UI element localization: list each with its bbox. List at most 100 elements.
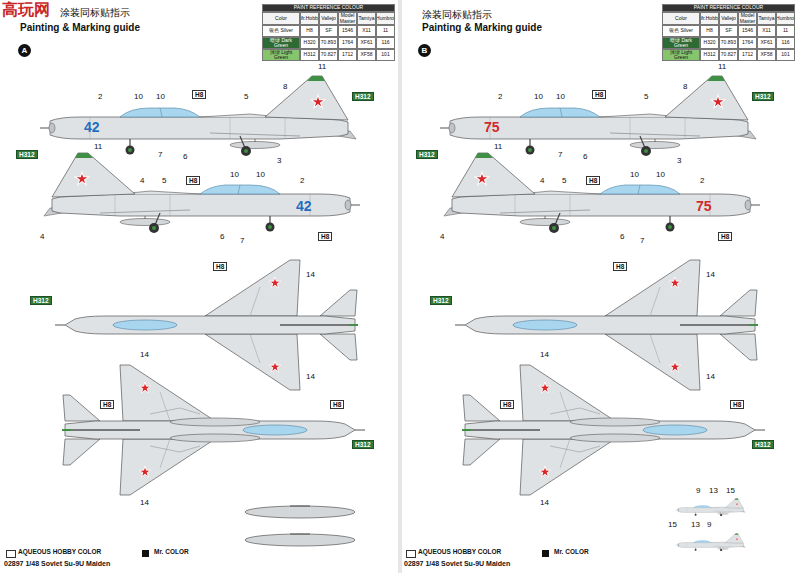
table-cell: 70.893 bbox=[719, 37, 738, 49]
option-letter: B bbox=[422, 46, 428, 55]
table-cell: 70.827 bbox=[319, 49, 338, 61]
table-cell: XF58 bbox=[757, 49, 776, 61]
table-cell: PAINT REFERENCE COLOUR bbox=[662, 4, 795, 12]
callout-number: 6 bbox=[620, 232, 624, 241]
paint-code: H312 bbox=[352, 92, 374, 101]
callout-number: 11 bbox=[494, 142, 502, 151]
callout-number: 4 bbox=[140, 176, 144, 185]
callout-number: 6 bbox=[583, 152, 587, 161]
callout-number: 10 bbox=[556, 92, 565, 101]
callout-number: 2 bbox=[98, 92, 102, 101]
callout-number: 14 bbox=[306, 372, 315, 381]
table-cell: XF61 bbox=[357, 37, 376, 49]
paint-code: H8 bbox=[718, 232, 732, 241]
legend-sample bbox=[6, 550, 16, 558]
table-cell: H320 bbox=[700, 37, 719, 49]
table-cell: 银色 Silver bbox=[662, 25, 700, 37]
option-circle: A bbox=[18, 44, 31, 57]
callout-number: 4 bbox=[40, 232, 44, 241]
callout-number: 14 bbox=[706, 270, 715, 279]
callout-number: 8 bbox=[283, 82, 287, 91]
aircraft-number: 75 bbox=[484, 119, 500, 135]
paint-code: H8 bbox=[213, 262, 227, 271]
callout-number: 5 bbox=[644, 92, 648, 101]
table-cell: Tamiya bbox=[357, 12, 376, 25]
callout-number: 5 bbox=[244, 92, 248, 101]
callout-number: 6 bbox=[220, 232, 224, 241]
callout-number: 14 bbox=[140, 350, 149, 359]
callout-number: 13 bbox=[691, 520, 700, 529]
caption: 02897 1/48 Soviet Su-9U Maiden bbox=[4, 560, 110, 567]
callout-number: 8 bbox=[683, 82, 687, 91]
watermark: 高玩网 bbox=[2, 0, 50, 21]
table-cell: SF bbox=[719, 25, 738, 37]
callout-number: 10 bbox=[134, 92, 143, 101]
table-cell: X11 bbox=[357, 25, 376, 37]
paint-code: H8 bbox=[318, 232, 332, 241]
callout-number: 2 bbox=[498, 92, 502, 101]
table-cell: H8 bbox=[300, 25, 319, 37]
paint-code: H8 bbox=[192, 90, 206, 99]
table-cell: 70.827 bbox=[719, 49, 738, 61]
paint-code: H312 bbox=[30, 296, 52, 305]
callout-number: 9 bbox=[707, 520, 711, 529]
table-cell: Color bbox=[262, 12, 300, 25]
table-cell: Humbrol bbox=[376, 12, 395, 25]
callout-number: 6 bbox=[183, 152, 187, 161]
paint-code: H8 bbox=[592, 90, 606, 99]
legend-text: Mr. COLOR bbox=[154, 548, 189, 555]
paint-code: H312 bbox=[752, 440, 774, 449]
table-cell: SF bbox=[319, 25, 338, 37]
table-cell: 浅绿 Light Green bbox=[662, 49, 700, 61]
table-cell: Vallejo bbox=[319, 12, 338, 25]
table-cell: 116 bbox=[776, 37, 795, 49]
callout-number: 7 bbox=[158, 150, 162, 159]
table-cell: 11 bbox=[776, 25, 795, 37]
callout-number: 15 bbox=[726, 486, 735, 495]
table-cell: H312 bbox=[700, 49, 719, 61]
table-cell: 暗绿 Dark Green bbox=[262, 37, 300, 49]
table-cell: H8 bbox=[700, 25, 719, 37]
aircraft-number: 42 bbox=[84, 119, 100, 135]
paint-code: H312 bbox=[352, 440, 374, 449]
table-cell: H312 bbox=[300, 49, 319, 61]
callout-number: 3 bbox=[677, 156, 681, 165]
table-cell: 1546 bbox=[738, 25, 757, 37]
paint-code: H312 bbox=[16, 150, 38, 159]
table-cell: 1764 bbox=[338, 37, 357, 49]
legend-text: AQUEOUS HOBBY COLOR bbox=[18, 548, 101, 555]
callout-number: 11 bbox=[318, 62, 326, 71]
table-cell: Vallejo bbox=[719, 12, 738, 25]
table-cell: Mr.Hobby bbox=[700, 12, 719, 25]
callout-number: 14 bbox=[706, 372, 715, 381]
table-cell: Model Master bbox=[338, 12, 357, 25]
callout-number: 11 bbox=[94, 142, 102, 151]
callout-number: 2 bbox=[700, 176, 704, 185]
table-cell: 1712 bbox=[738, 49, 757, 61]
callout-number: 10 bbox=[156, 92, 165, 101]
callout-number: 10 bbox=[630, 170, 639, 179]
aircraft-number: 42 bbox=[296, 198, 312, 214]
legend-text: AQUEOUS HOBBY COLOR bbox=[418, 548, 501, 555]
callout-number: 14 bbox=[306, 270, 315, 279]
option-circle: B bbox=[418, 44, 431, 57]
table-cell: Model Master bbox=[738, 12, 757, 25]
legend-sample bbox=[406, 550, 416, 558]
table-cell: 116 bbox=[376, 37, 395, 49]
table-cell: 101 bbox=[376, 49, 395, 61]
callout-number: 11 bbox=[718, 62, 726, 71]
table-cell: H320 bbox=[300, 37, 319, 49]
paint-code: H8 bbox=[500, 400, 514, 409]
table-cell: Tamiya bbox=[757, 12, 776, 25]
sheet-heading: Painting & Marking guide bbox=[422, 22, 542, 33]
table-cell: 1712 bbox=[338, 49, 357, 61]
paint-code: H312 bbox=[752, 92, 774, 101]
callout-number: 15 bbox=[668, 520, 677, 529]
table-cell: XF61 bbox=[757, 37, 776, 49]
sheet-heading: 涂装同标贴指示 bbox=[422, 8, 492, 22]
table-cell: Humbrol bbox=[776, 12, 795, 25]
callout-number: 4 bbox=[540, 176, 544, 185]
callout-number: 10 bbox=[656, 170, 665, 179]
